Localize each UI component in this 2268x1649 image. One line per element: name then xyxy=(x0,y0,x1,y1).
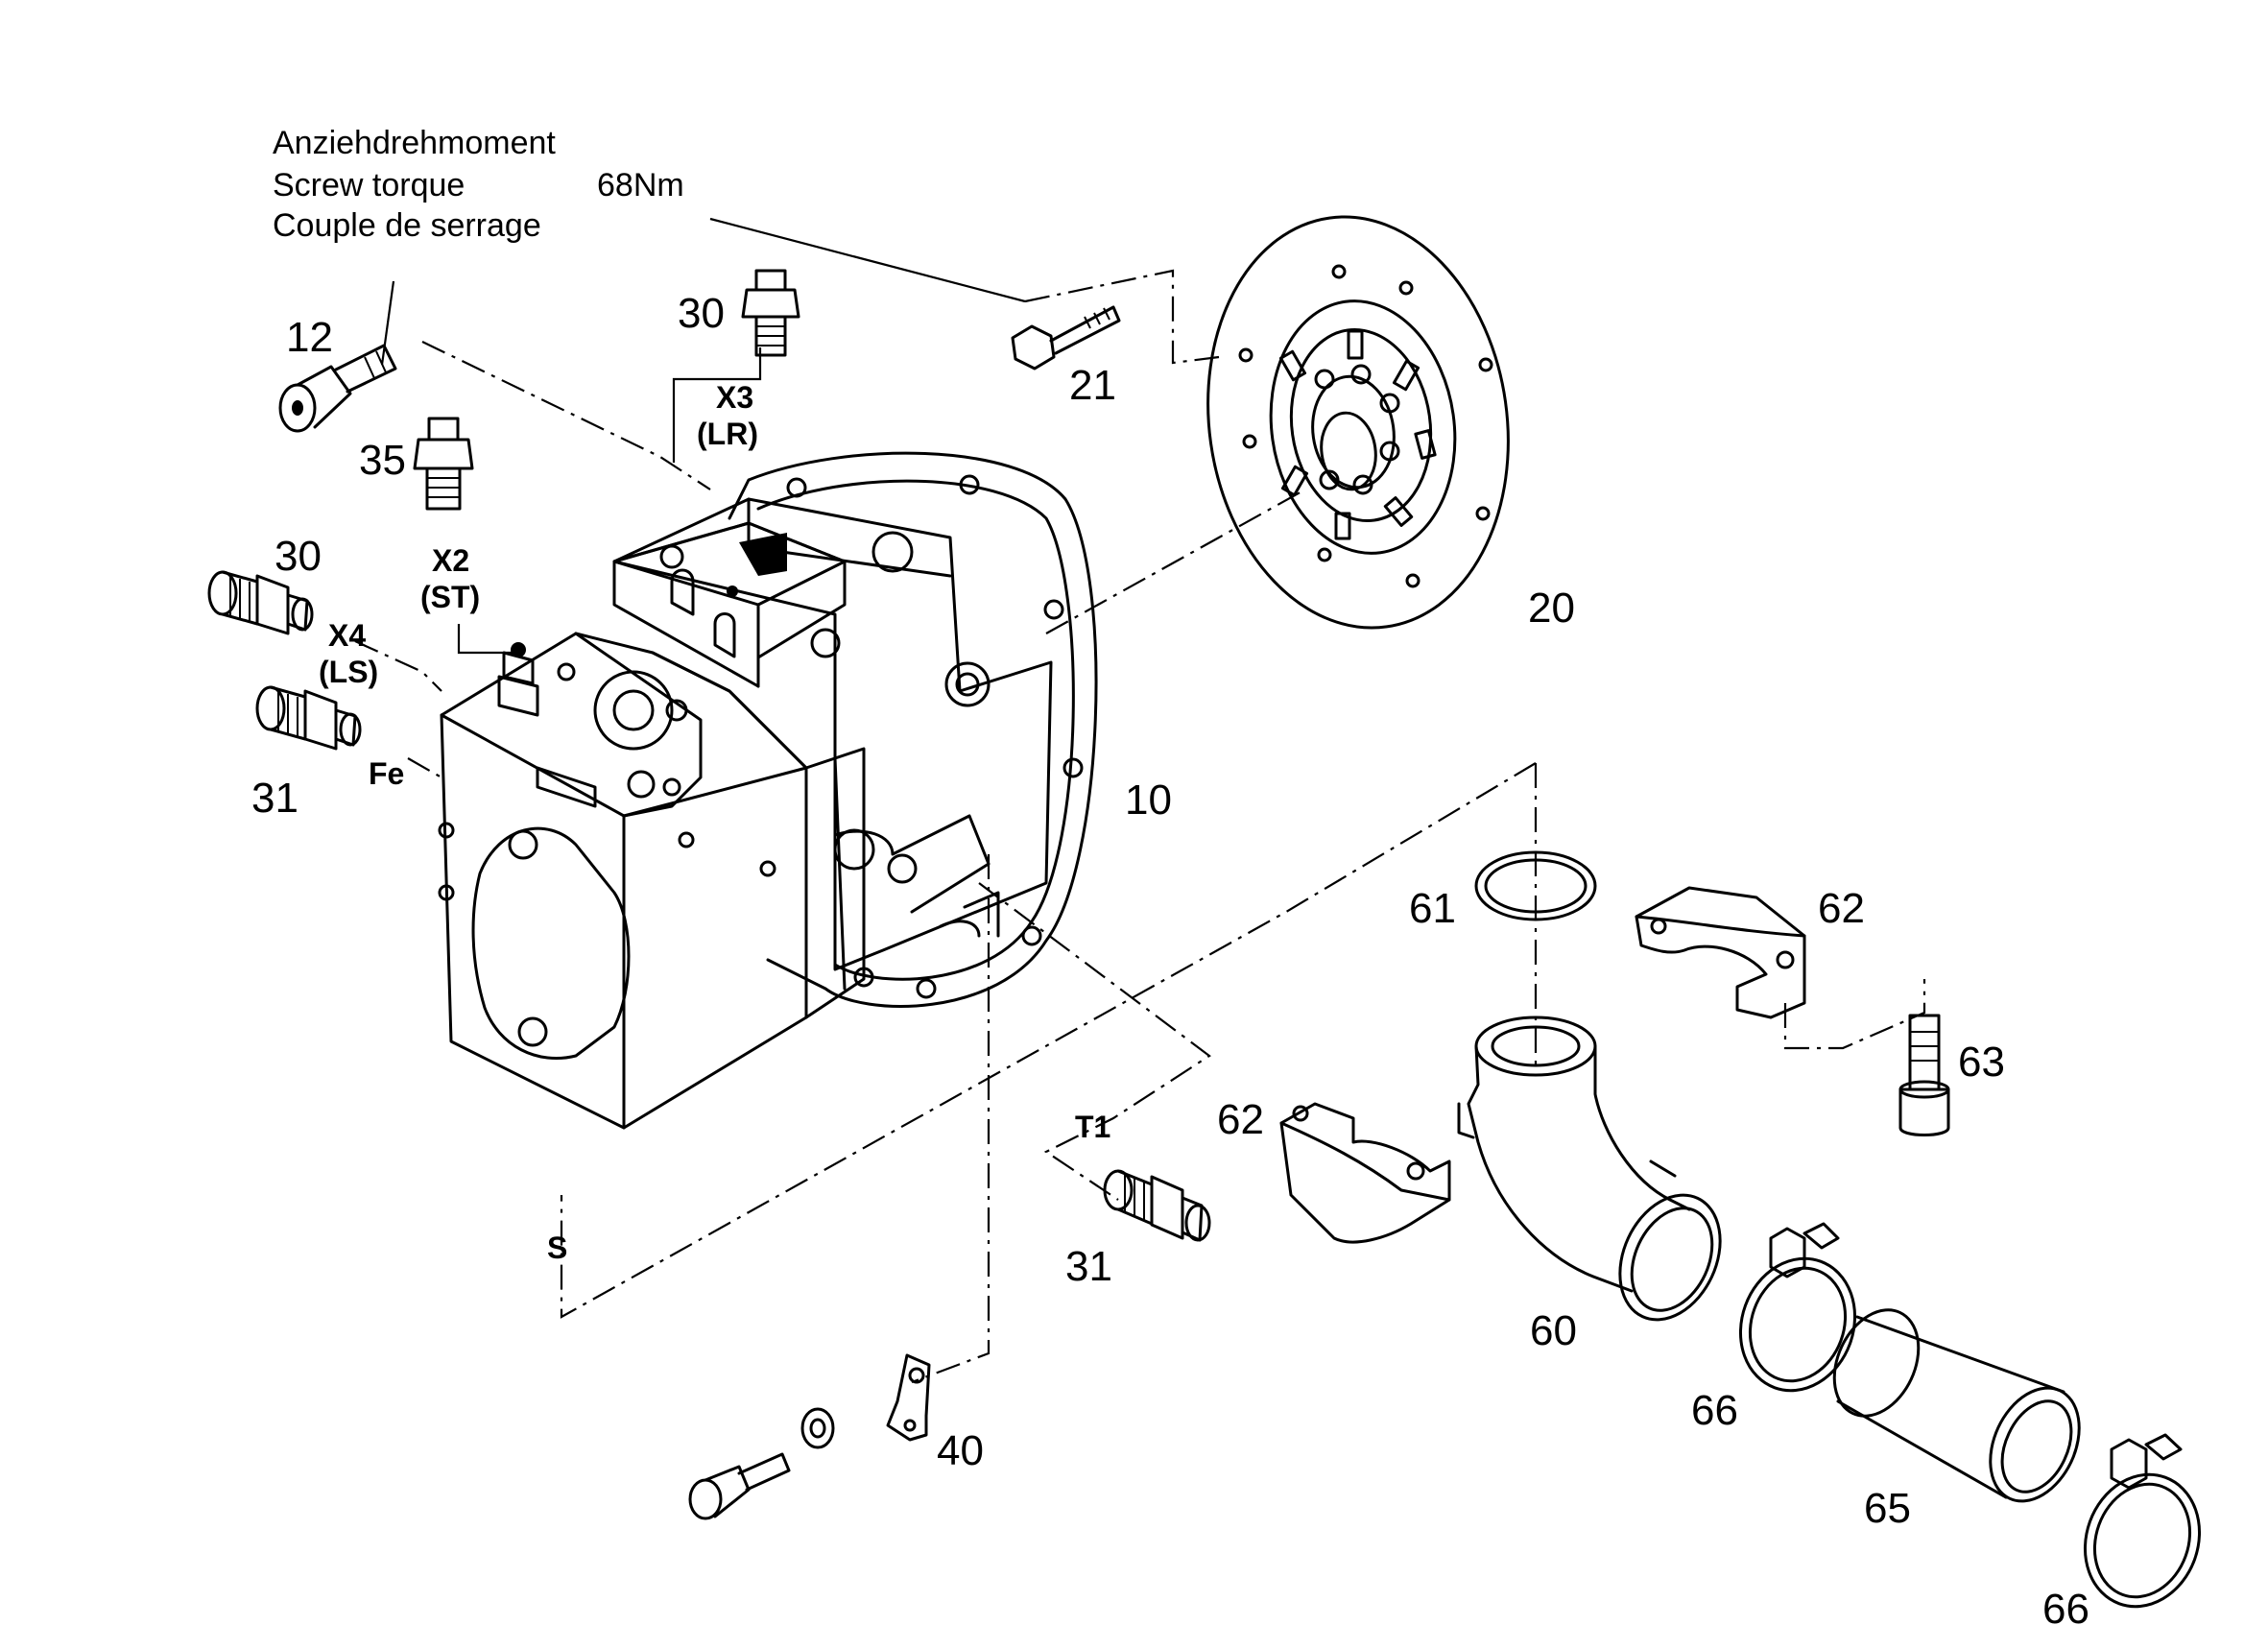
bracket-40-set xyxy=(688,1353,931,1520)
torque-label-de: Anziehdrehmoment xyxy=(273,125,556,161)
pump-assembly xyxy=(438,451,1098,1130)
part-number-63: 63 xyxy=(1958,1039,2005,1086)
hose-clamp-66-top xyxy=(1738,1222,1857,1393)
part-number-66-bottom: 66 xyxy=(2042,1586,2089,1633)
part-number-30-top: 30 xyxy=(678,290,725,337)
hose-clamp-66-bottom xyxy=(2083,1433,2202,1609)
fitting-31-left xyxy=(255,685,362,751)
fitting-31-bottom xyxy=(1103,1169,1211,1242)
part-number-31-bottom: 31 xyxy=(1065,1243,1112,1290)
part-number-62-right: 62 xyxy=(1818,885,1865,932)
port-fe-label: Fe xyxy=(369,756,405,791)
part-number-61: 61 xyxy=(1409,885,1456,932)
part-number-65: 65 xyxy=(1864,1485,1911,1532)
coupling-disc xyxy=(1206,215,1510,630)
torque-value: 68Nm xyxy=(597,167,684,203)
bolt-12 xyxy=(278,344,397,433)
bolt-63 xyxy=(1898,1014,1950,1136)
part-number-35: 35 xyxy=(359,437,406,484)
part-number-10: 10 xyxy=(1125,777,1172,824)
port-t1-label: T1 xyxy=(1075,1110,1111,1144)
fitting-35 xyxy=(413,417,474,511)
torque-label-en: Screw torque xyxy=(273,167,466,203)
part-number-62-left: 62 xyxy=(1217,1096,1264,1143)
fitting-30-left xyxy=(207,570,314,635)
fitting-30-top xyxy=(741,269,800,357)
flange-half-62-left xyxy=(1279,1102,1451,1244)
port-x3-label: X3 xyxy=(716,380,754,415)
hose-65 xyxy=(1832,1308,2081,1503)
flange-half-62-right xyxy=(1635,886,1806,1019)
part-number-21: 21 xyxy=(1069,362,1116,409)
elbow-60 xyxy=(1457,1016,1722,1322)
port-x3-sub: (LR) xyxy=(697,417,758,451)
part-number-60: 60 xyxy=(1530,1307,1577,1354)
torque-label-fr: Couple de serrage xyxy=(273,207,541,244)
port-x4-sub: (LS) xyxy=(319,655,379,689)
o-ring-61 xyxy=(1474,850,1597,921)
part-number-30-left: 30 xyxy=(275,533,322,580)
part-number-20: 20 xyxy=(1528,585,1575,632)
leader-lines xyxy=(354,217,1926,1384)
bolt-21 xyxy=(1011,305,1121,370)
port-s-label: S xyxy=(547,1231,568,1265)
port-x2-label: X2 xyxy=(432,543,470,578)
part-number-40: 40 xyxy=(937,1427,984,1474)
port-x4-label: X4 xyxy=(328,618,367,653)
part-number-66-top: 66 xyxy=(1691,1387,1738,1434)
port-x2-sub: (ST) xyxy=(420,580,481,614)
part-number-12: 12 xyxy=(286,314,333,361)
part-number-31-left: 31 xyxy=(251,775,298,822)
